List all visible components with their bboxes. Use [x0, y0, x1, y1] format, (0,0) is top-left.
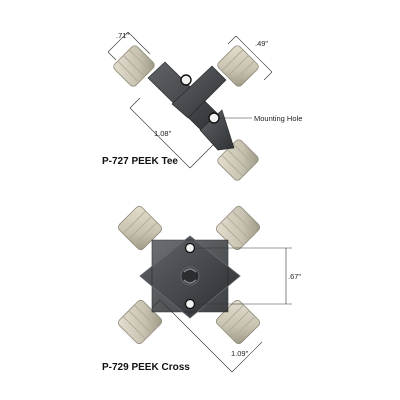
tee-dim-right — [227, 35, 273, 81]
cross-fitting: .67" 1.09" — [117, 205, 301, 373]
cross-nut-upper-left — [117, 205, 163, 251]
cross-mounting-hole-top — [184, 242, 196, 254]
cross-caption: P-729 PEEK Cross — [102, 362, 190, 373]
cross-nut-upper-right — [215, 205, 261, 251]
tee-dim-bottom — [129, 97, 215, 169]
cross-dim-bottom — [151, 299, 263, 373]
cross-dim-height-label: .67" — [288, 272, 301, 281]
cross-mounting-hole-bottom — [184, 298, 196, 310]
tee-nut-upper-left — [113, 45, 155, 87]
tee-caption: P-727 PEEK Tee — [102, 156, 178, 167]
cross-dim-bottom-label: 1.09" — [231, 349, 249, 358]
tee-nut-upper-right — [217, 45, 259, 87]
tee-mounting-hole-1 — [180, 74, 192, 86]
cross-dim-height — [196, 247, 292, 305]
tee-fitting: .71" .49" 1.08" Mounting Hole — [107, 31, 302, 181]
tee-callout-label: Mounting Hole — [254, 114, 302, 123]
tee-dim-left — [107, 31, 151, 61]
cross-logo-icon — [180, 266, 200, 286]
tee-dim-left-label: .71" — [116, 31, 129, 40]
tee-dim-right-label: .49" — [255, 39, 268, 48]
tee-nut-lower — [217, 139, 259, 181]
tee-mounting-hole-2 — [208, 112, 220, 124]
cross-nut-lower-left — [117, 299, 163, 345]
tee-dim-bottom-label: 1.08" — [154, 129, 172, 138]
